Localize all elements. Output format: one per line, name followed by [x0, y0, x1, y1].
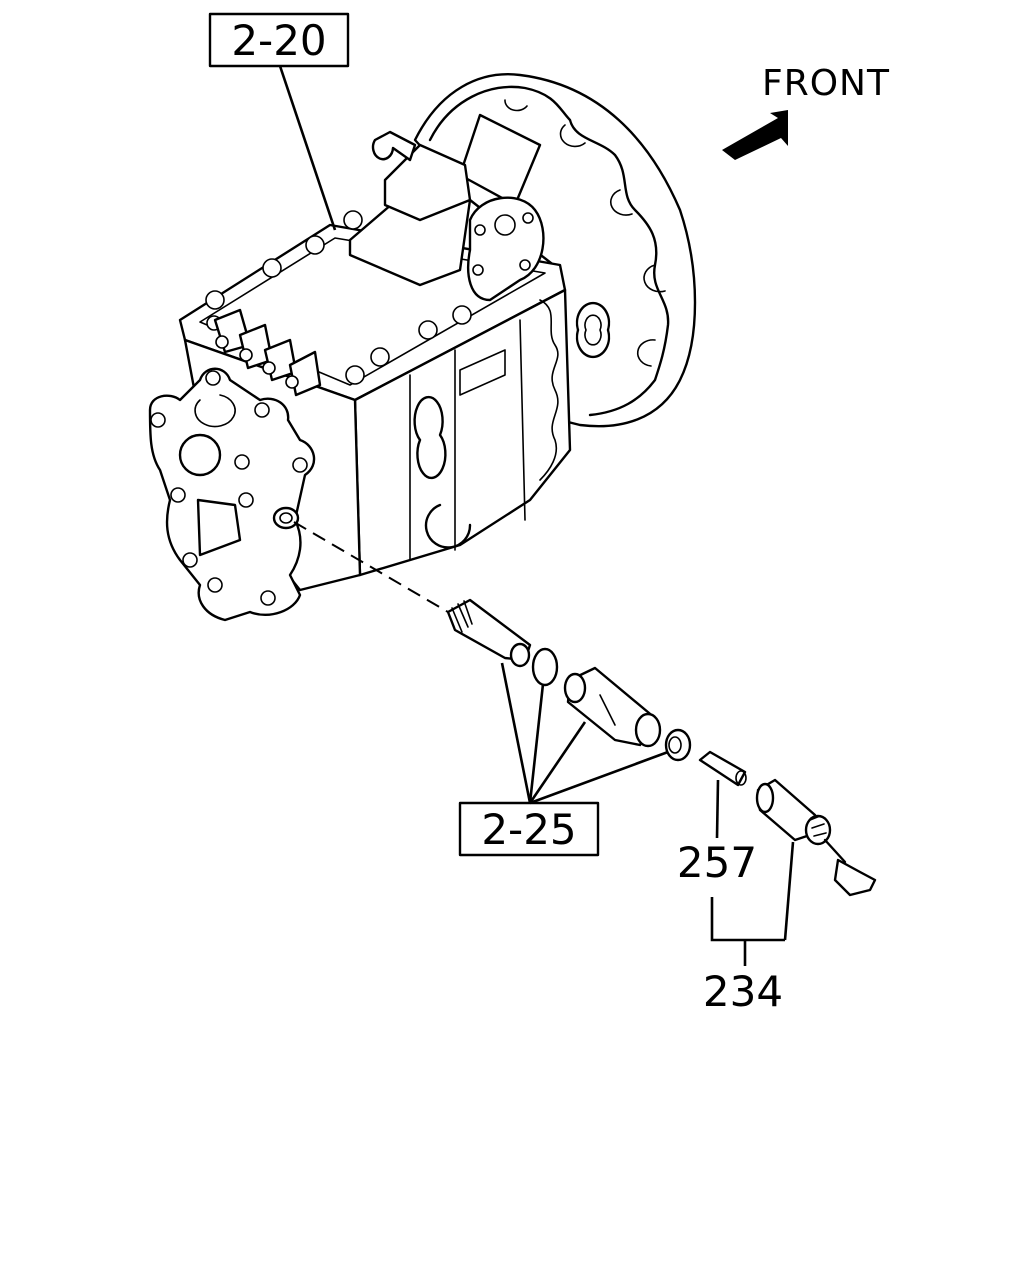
front-direction-arrow-icon [722, 110, 788, 160]
cover-gasket [467, 196, 545, 302]
driven-gear-shaft [446, 598, 532, 668]
shift-tower [213, 130, 472, 397]
assembly-centerline [293, 521, 449, 613]
pin-part [698, 750, 747, 787]
ref-2-25-label[interactable]: 2-25 [481, 805, 576, 854]
speed-sensor [755, 778, 877, 897]
rear-end-cover [148, 367, 316, 622]
leader-lines [278, 65, 795, 966]
bushing [664, 728, 692, 762]
ref-2-20-box [208, 12, 350, 68]
part-234-label[interactable]: 234 [703, 967, 783, 1016]
o-ring [531, 647, 559, 687]
ref-2-20-label[interactable]: 2-20 [231, 16, 326, 65]
front-label: FRONT [762, 63, 890, 104]
flywheel-housing [413, 73, 697, 428]
driven-gear-sleeve [563, 666, 662, 748]
part-257-label[interactable]: 257 [677, 838, 757, 887]
